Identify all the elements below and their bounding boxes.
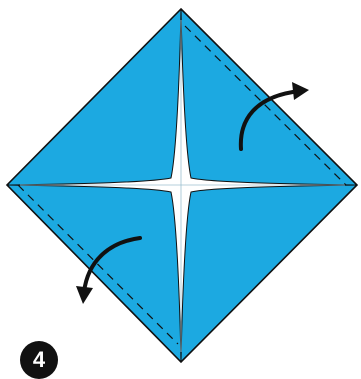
fold-arrow-bottom-left-head-icon xyxy=(76,286,93,304)
origami-diagram xyxy=(0,0,361,365)
center-slit-star xyxy=(7,9,357,362)
fold-arrow-top-right-head-icon xyxy=(292,82,309,100)
step-number-badge: 4 xyxy=(20,341,58,379)
